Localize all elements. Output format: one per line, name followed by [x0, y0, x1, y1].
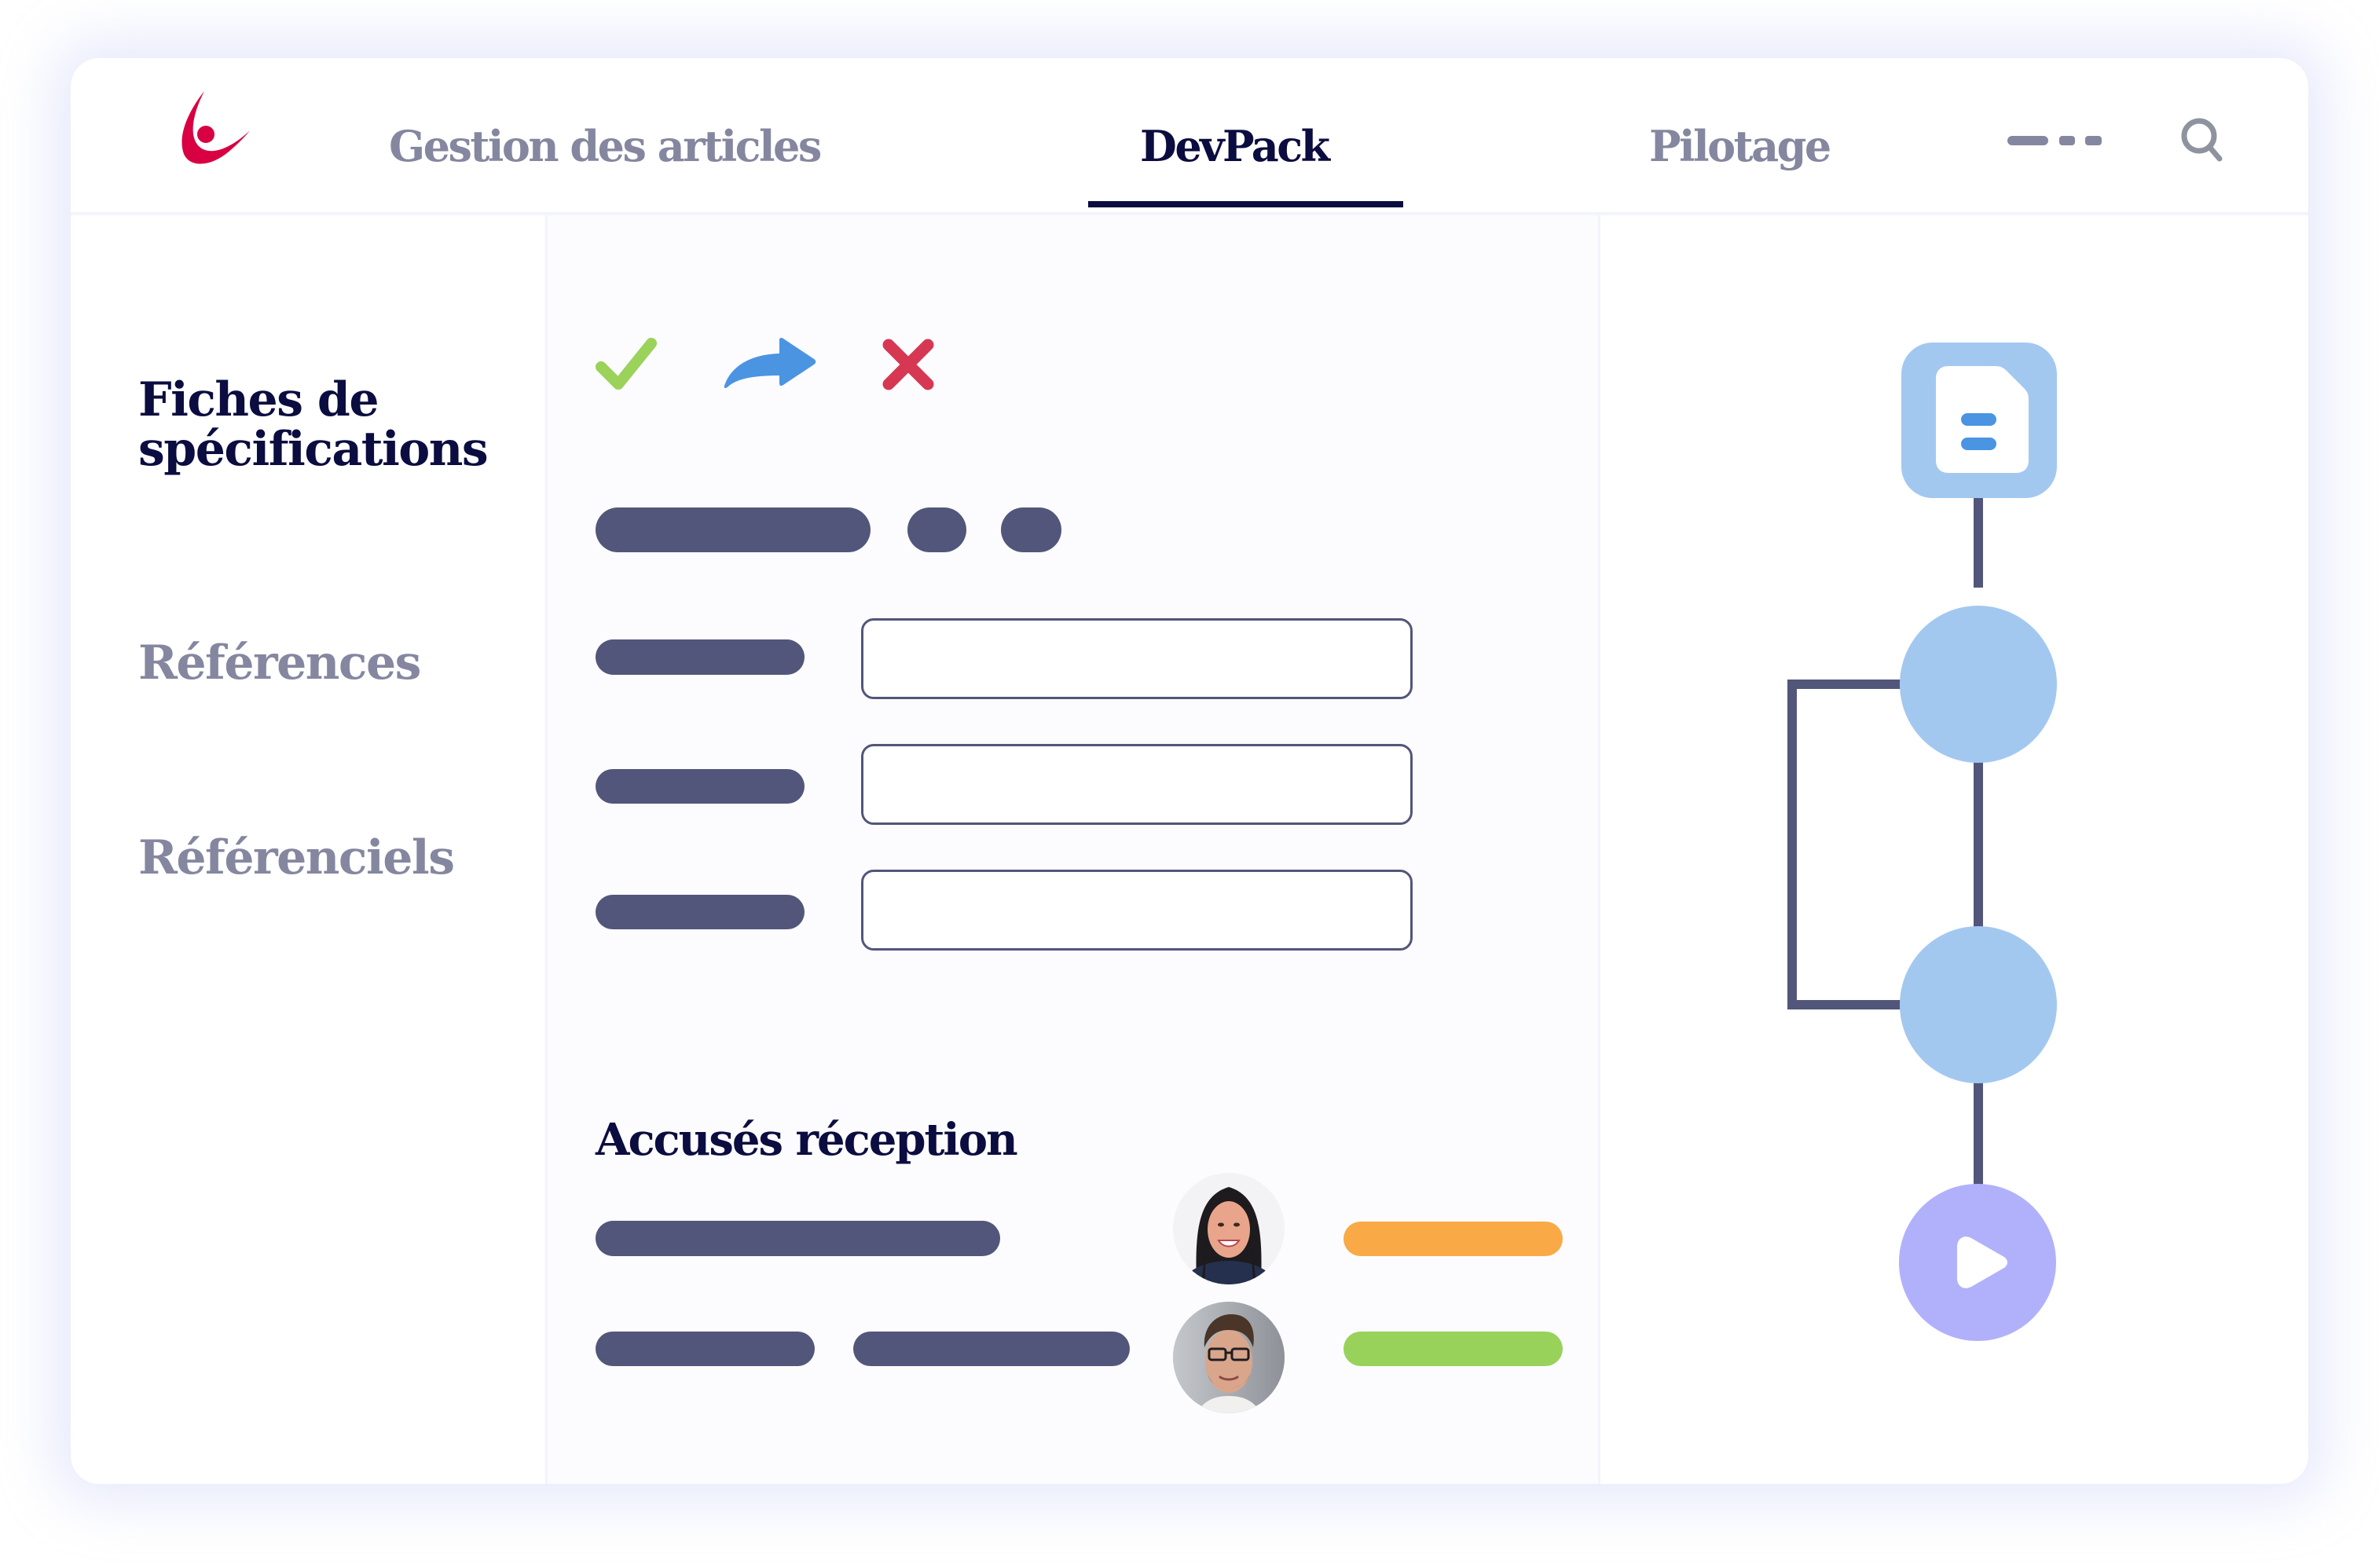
- name-placeholder-bar: [596, 1221, 1000, 1256]
- play-node[interactable]: [1899, 1184, 2056, 1341]
- header-divider: [71, 212, 2308, 215]
- workflow-step-node[interactable]: [1900, 606, 2057, 763]
- text-field[interactable]: [861, 744, 1413, 825]
- play-icon: [1957, 1236, 2007, 1288]
- workflow-step-node[interactable]: [1900, 926, 2057, 1083]
- tab-pilotage[interactable]: Pilotage: [1649, 121, 1831, 171]
- forward-arrow-icon[interactable]: [723, 337, 817, 392]
- more-dashes-icon[interactable]: [2007, 136, 2103, 147]
- workflow-connector: [1974, 493, 1983, 588]
- close-icon[interactable]: [881, 337, 936, 392]
- main-panel: [548, 215, 1598, 1484]
- status-badge-pending: [1343, 1222, 1563, 1256]
- text-field[interactable]: [861, 618, 1413, 699]
- document-icon[interactable]: [1901, 343, 2057, 498]
- title-placeholder-bar: [596, 507, 871, 552]
- workflow-loop-connector: [1787, 1000, 1901, 1009]
- sidebar-item-references[interactable]: Références: [138, 636, 421, 691]
- active-tab-indicator: [1088, 201, 1403, 207]
- workflow-connector: [1974, 1082, 1983, 1185]
- workflow-connector: [1974, 761, 1983, 930]
- woman-avatar: [1173, 1173, 1285, 1284]
- workflow-divider: [1598, 215, 1600, 1484]
- tag-placeholder: [1001, 507, 1061, 552]
- name-placeholder-bar: [596, 1332, 815, 1366]
- name-placeholder-bar: [853, 1332, 1130, 1366]
- search-icon[interactable]: [2179, 115, 2227, 165]
- field-label-placeholder: [596, 639, 805, 675]
- workflow-loop-connector: [1787, 680, 1797, 1009]
- sidebar-item-referenciels[interactable]: Référenciels: [138, 830, 455, 885]
- tag-placeholder: [907, 507, 966, 552]
- status-badge-confirmed: [1343, 1332, 1563, 1366]
- app-window: Gestion des articles DevPack Pilotage Fi…: [71, 58, 2308, 1484]
- brand-logo[interactable]: [170, 90, 251, 168]
- field-label-placeholder: [596, 769, 805, 804]
- sidebar-divider: [545, 215, 548, 1484]
- workflow-loop-connector: [1787, 680, 1901, 689]
- check-icon[interactable]: [595, 337, 658, 392]
- tab-devpack[interactable]: DevPack: [1140, 121, 1330, 171]
- man-avatar: [1173, 1302, 1285, 1413]
- sidebar-item-fiches-de-specifications[interactable]: Fiches de spécifications: [138, 372, 489, 477]
- acknowledgements-title: Accusés réception: [596, 1114, 1018, 1166]
- tab-gestion-des-articles[interactable]: Gestion des articles: [389, 121, 822, 171]
- text-field[interactable]: [861, 870, 1413, 951]
- field-label-placeholder: [596, 895, 805, 929]
